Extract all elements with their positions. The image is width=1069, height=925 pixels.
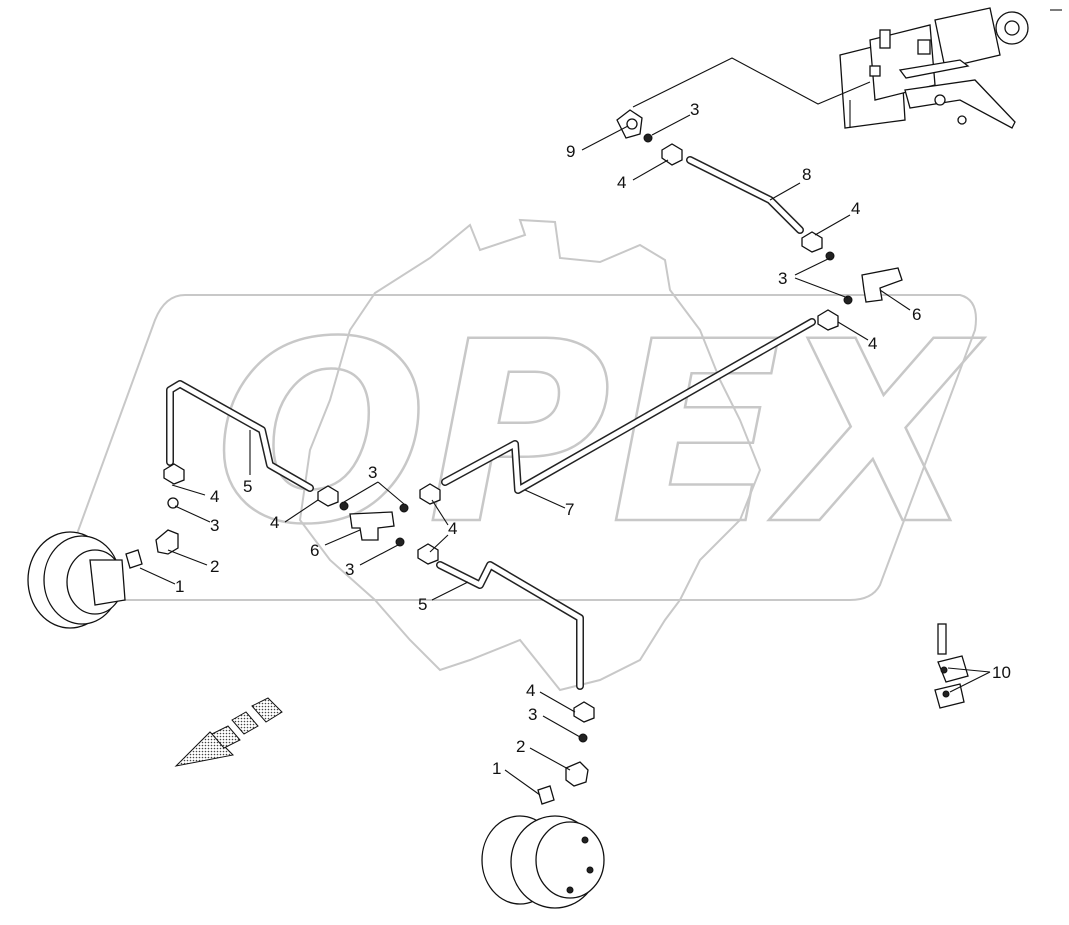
- callout-9: 9: [566, 142, 575, 161]
- callout-4-top: 4: [617, 173, 626, 192]
- callout-5-left: 5: [243, 477, 252, 496]
- callout-4-bottom: 4: [526, 681, 535, 700]
- callout-6-right: 6: [912, 305, 921, 324]
- callout-4-mid-left: 4: [270, 513, 279, 532]
- callout-3-mid-lower: 3: [345, 560, 354, 579]
- callout-4-left: 4: [210, 487, 219, 506]
- callout-6-left: 6: [310, 541, 319, 560]
- watermark-gear: [298, 218, 762, 692]
- callout-3-top: 3: [690, 100, 699, 119]
- callout-3-right: 3: [778, 269, 787, 288]
- callout-labels: 9 3 4 8 4 3 6 4 4 3 2 1 5 4 3 6 3 4 7 5 …: [175, 100, 1011, 778]
- callout-3-bottom: 3: [528, 705, 537, 724]
- fittings: [125, 109, 969, 805]
- valve-block-assembly: [839, 7, 1062, 129]
- callout-3-mid: 3: [368, 463, 377, 482]
- left-wheel-motor: [27, 531, 126, 629]
- watermark: OPEX: [59, 218, 986, 692]
- callout-4-right-lower: 4: [868, 334, 877, 353]
- callout-4-mid: 4: [448, 519, 457, 538]
- callout-7: 7: [565, 500, 574, 519]
- callout-2-left: 2: [210, 557, 219, 576]
- callout-2-bottom: 2: [516, 737, 525, 756]
- right-wheel-motor: [481, 815, 605, 909]
- watermark-brand: OPEX: [215, 288, 985, 579]
- callout-4-right-upper: 4: [851, 199, 860, 218]
- leader-lines: [139, 114, 991, 796]
- callout-5-right: 5: [418, 595, 427, 614]
- callout-8: 8: [802, 165, 811, 184]
- callout-10: 10: [992, 663, 1011, 682]
- callout-1-bottom: 1: [492, 759, 501, 778]
- direction-arrow: [174, 697, 283, 767]
- watermark-frame: [59, 294, 977, 601]
- callout-3-left: 3: [210, 516, 219, 535]
- callout-1-left: 1: [175, 577, 184, 596]
- pipe-5-right: [436, 561, 584, 690]
